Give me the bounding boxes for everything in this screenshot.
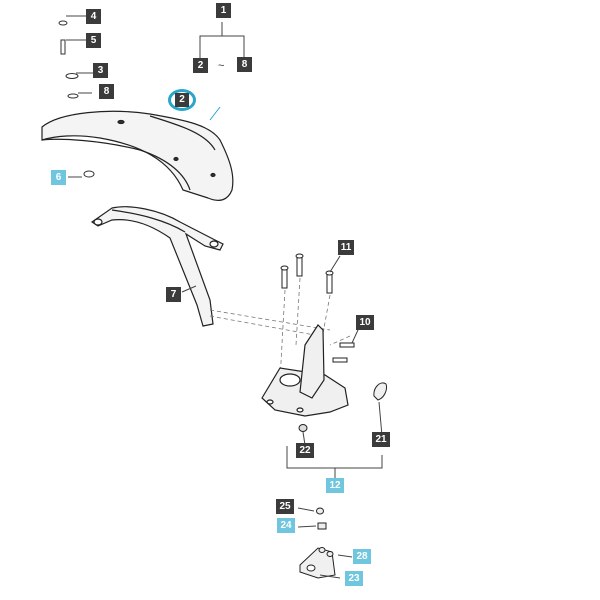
index-bracket — [199, 22, 245, 60]
callout-25[interactable]: 25 — [276, 499, 294, 514]
callout-7[interactable]: 7 — [166, 287, 181, 302]
fender — [41, 110, 234, 201]
washer-3 — [65, 73, 79, 79]
small-parts — [299, 507, 336, 579]
callout-2[interactable]: 2 — [175, 93, 189, 107]
callout-12[interactable]: 12 — [326, 478, 344, 493]
bolts-10 — [332, 342, 355, 363]
callout-11[interactable]: 11 — [338, 240, 354, 255]
nut-8 — [67, 93, 79, 99]
fender-bracket — [90, 206, 224, 327]
callout-2-range[interactable]: 2 — [193, 58, 208, 73]
callout-28[interactable]: 28 — [353, 549, 371, 564]
callout-23[interactable]: 23 — [345, 571, 363, 586]
callout-8[interactable]: 8 — [99, 84, 114, 99]
callout-1[interactable]: 1 — [216, 3, 231, 18]
nut-22 — [298, 424, 308, 432]
callout-3[interactable]: 3 — [93, 63, 108, 78]
bolt-5 — [60, 39, 66, 55]
callout-6[interactable]: 6 — [51, 170, 66, 185]
callout-24[interactable]: 24 — [277, 518, 295, 533]
highlight-ring — [168, 89, 196, 111]
callout-5[interactable]: 5 — [86, 33, 101, 48]
screw-stack — [58, 20, 95, 178]
shift-knob — [373, 382, 387, 401]
range-tilde: ~ — [218, 60, 225, 72]
callout-22[interactable]: 22 — [296, 443, 314, 458]
shift-housing — [261, 324, 349, 417]
washer-4 — [58, 20, 68, 26]
callout-10[interactable]: 10 — [356, 315, 374, 330]
spacer-6 — [83, 170, 95, 178]
callout-8-range[interactable]: 8 — [237, 57, 252, 72]
callout-21[interactable]: 21 — [372, 432, 390, 447]
callout-4[interactable]: 4 — [86, 9, 101, 24]
bolts-11 — [280, 253, 334, 294]
